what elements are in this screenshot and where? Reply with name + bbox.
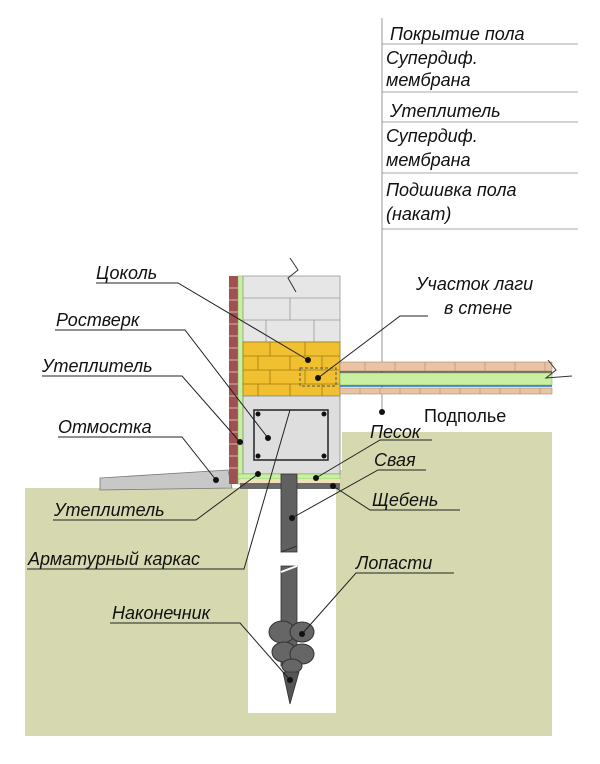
label-blind-area: Отмостка — [58, 417, 152, 437]
floor-insulation — [339, 372, 553, 386]
rebar-cage-outline — [253, 409, 329, 461]
floor-boards — [339, 361, 553, 372]
label-grillage: Ростверк — [56, 310, 141, 330]
plinth-block-top — [242, 275, 341, 343]
label-membrane-2-line2: мембрана — [386, 150, 471, 170]
label-membrane-1-line1: Супердиф. — [386, 48, 478, 68]
subfloor-boards — [339, 387, 553, 395]
label-membrane-1-line2: мембрана — [386, 70, 471, 90]
pile-break-upper — [280, 545, 298, 553]
grillage — [242, 395, 341, 475]
label-stack-insulation: Утеплитель — [389, 101, 501, 121]
blind-area-slab — [99, 469, 233, 491]
label-joist-line1: Участок лаги — [415, 274, 533, 294]
brick-facing — [229, 276, 238, 484]
pile-shaft-upper — [280, 473, 298, 553]
leader-lines — [27, 282, 460, 683]
floor-break-symbol — [544, 359, 573, 379]
label-pile: Свая — [374, 450, 416, 470]
label-blades: Лопасти — [355, 553, 432, 573]
right-stack-lines — [381, 18, 578, 412]
floor-board-joints — [364, 362, 546, 371]
label-subfloor-line2: (накат) — [386, 204, 451, 224]
label-joist-line2: в стене — [444, 298, 512, 318]
wall-insulation-strip — [237, 275, 244, 485]
plinth-block-joints — [243, 297, 340, 342]
joist-in-wall — [299, 367, 337, 387]
yellow-block-layer — [242, 341, 341, 397]
helical-blades — [268, 620, 315, 674]
label-rebar-cage: Арматурный каркас — [27, 549, 200, 569]
label-subfloor-line1: Подшивка пола — [386, 180, 517, 200]
label-insulation-wall: Утеплитель — [41, 356, 153, 376]
label-insulation-base: Утеплитель — [53, 500, 165, 520]
label-membrane-2-line1: Супердиф. — [386, 126, 478, 146]
brick-joints — [229, 287, 238, 469]
label-gravel: Щебень — [372, 490, 438, 510]
wall-break-symbol — [287, 257, 299, 293]
label-plinth: Цоколь — [96, 263, 157, 283]
label-sand: Песок — [370, 422, 422, 442]
pile-break-lower — [280, 565, 298, 573]
label-tip: Наконечник — [112, 603, 212, 623]
subfloor-joints — [359, 388, 541, 394]
label-underfloor: Подполье — [424, 406, 506, 426]
label-floor-covering: Покрытие пола — [390, 24, 525, 44]
